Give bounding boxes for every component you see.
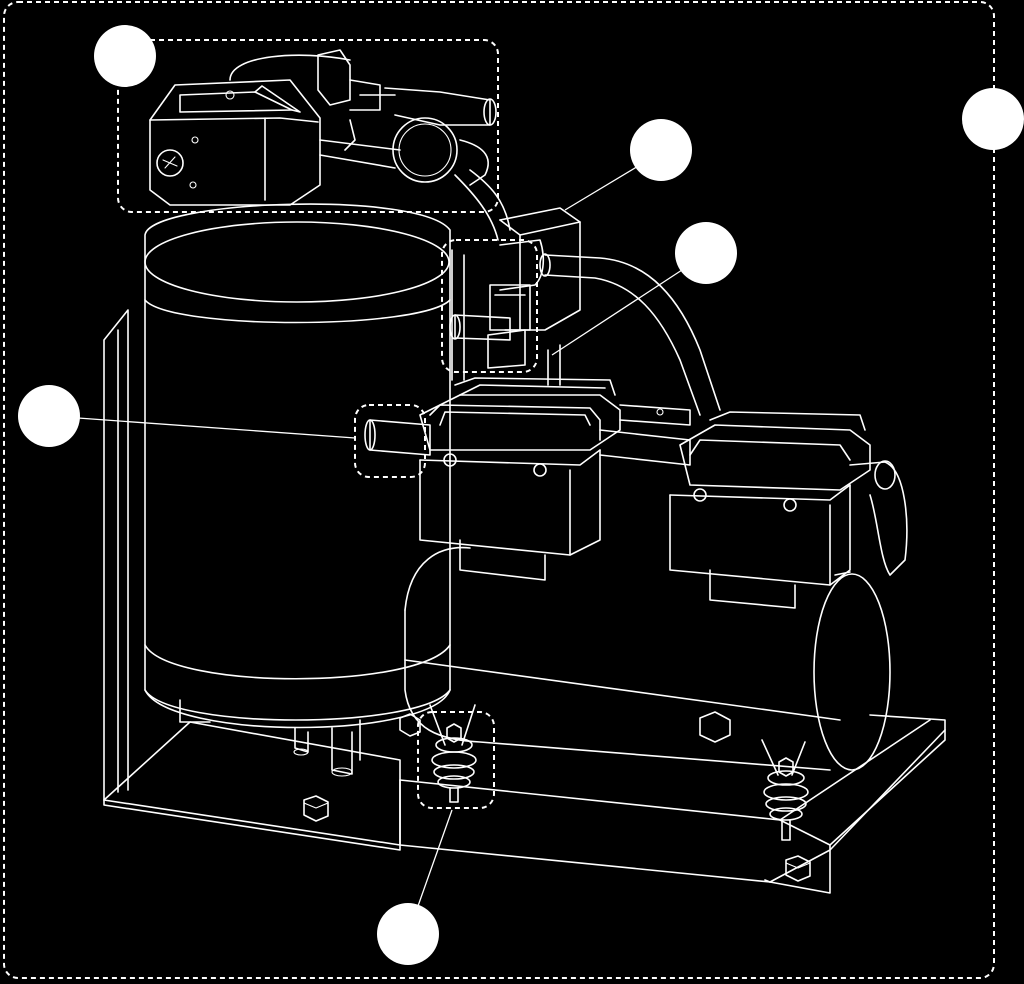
isolator-boundary — [417, 711, 495, 809]
leader-line-inlet — [77, 417, 356, 439]
cylinder-head-left — [419, 377, 621, 581]
crossover-pipe — [599, 404, 908, 576]
unit-boundary-dashed — [3, 1, 995, 979]
check-valve-assembly — [441, 207, 581, 386]
pressure-switch-assembly — [117, 39, 511, 241]
base-nut-left — [303, 795, 329, 822]
callout-bubble-overall-unit — [962, 88, 1024, 150]
isolator-mount-left — [417, 704, 495, 809]
motor-housing — [404, 546, 891, 771]
base-nut-mid — [399, 713, 421, 737]
leader-line-check-valve — [564, 164, 641, 211]
leader-line-hose — [551, 269, 683, 356]
inlet-fitting-boundary — [354, 404, 426, 478]
switch-assembly-boundary — [117, 39, 499, 213]
cylinder-head-right — [669, 411, 871, 609]
callout-bubble-isolator — [377, 903, 439, 965]
air-tank — [144, 203, 451, 777]
callout-bubble-switch-assembly — [94, 25, 156, 87]
base-frame — [103, 309, 946, 894]
tank-inlet-fitting — [354, 404, 431, 478]
base-nut-right — [785, 855, 811, 882]
callout-bubble-hose — [675, 222, 737, 284]
isolator-mount-right — [761, 739, 809, 841]
callout-bubble-inlet-fitting — [18, 385, 80, 447]
callout-bubble-check-valve — [630, 119, 692, 181]
discharge-hose — [539, 253, 721, 416]
tank-fitting-boundary — [441, 239, 538, 373]
leader-line-isolator — [417, 809, 453, 907]
